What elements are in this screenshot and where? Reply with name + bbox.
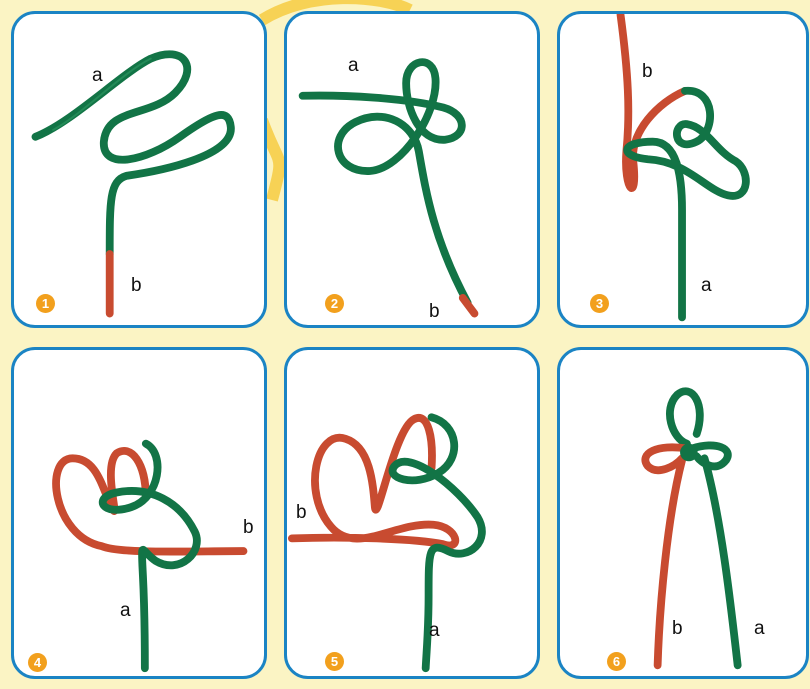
strand-label-a: a	[754, 619, 765, 638]
step-panel-5: b a 5	[284, 347, 540, 679]
strand-label-b: b	[672, 619, 683, 638]
strand-label-b: b	[131, 276, 142, 295]
strand-label-a: a	[429, 621, 440, 640]
strand-label-b: b	[642, 62, 653, 81]
step-number-badge: 1	[36, 294, 55, 313]
strand-label-b: b	[296, 503, 307, 522]
knot-diagram-step-6	[560, 350, 806, 676]
knot-diagram-step-3	[560, 14, 806, 325]
strand-label-b: b	[429, 302, 440, 321]
strand-label-a: a	[92, 66, 103, 85]
knot-diagram-step-5	[287, 350, 537, 676]
step-panel-3: b a 3	[557, 11, 809, 328]
step-number-badge: 2	[325, 294, 344, 313]
step-number-badge: 5	[325, 652, 344, 671]
strand-label-a: a	[348, 56, 359, 75]
step-panel-4: b a 4	[11, 347, 267, 679]
step-number-badge: 3	[590, 294, 609, 313]
step-panel-6: b a 6	[557, 347, 809, 679]
strand-label-b: b	[243, 518, 254, 537]
step-panel-1: a b 1	[11, 11, 267, 328]
step-panel-2: a b 2	[284, 11, 540, 328]
strand-label-a: a	[120, 601, 131, 620]
step-number-badge: 4	[28, 653, 47, 672]
knot-diagram-step-4	[14, 350, 264, 676]
step-number-badge: 6	[607, 652, 626, 671]
knot-diagram-step-2	[287, 14, 537, 325]
strand-label-a: a	[701, 276, 712, 295]
